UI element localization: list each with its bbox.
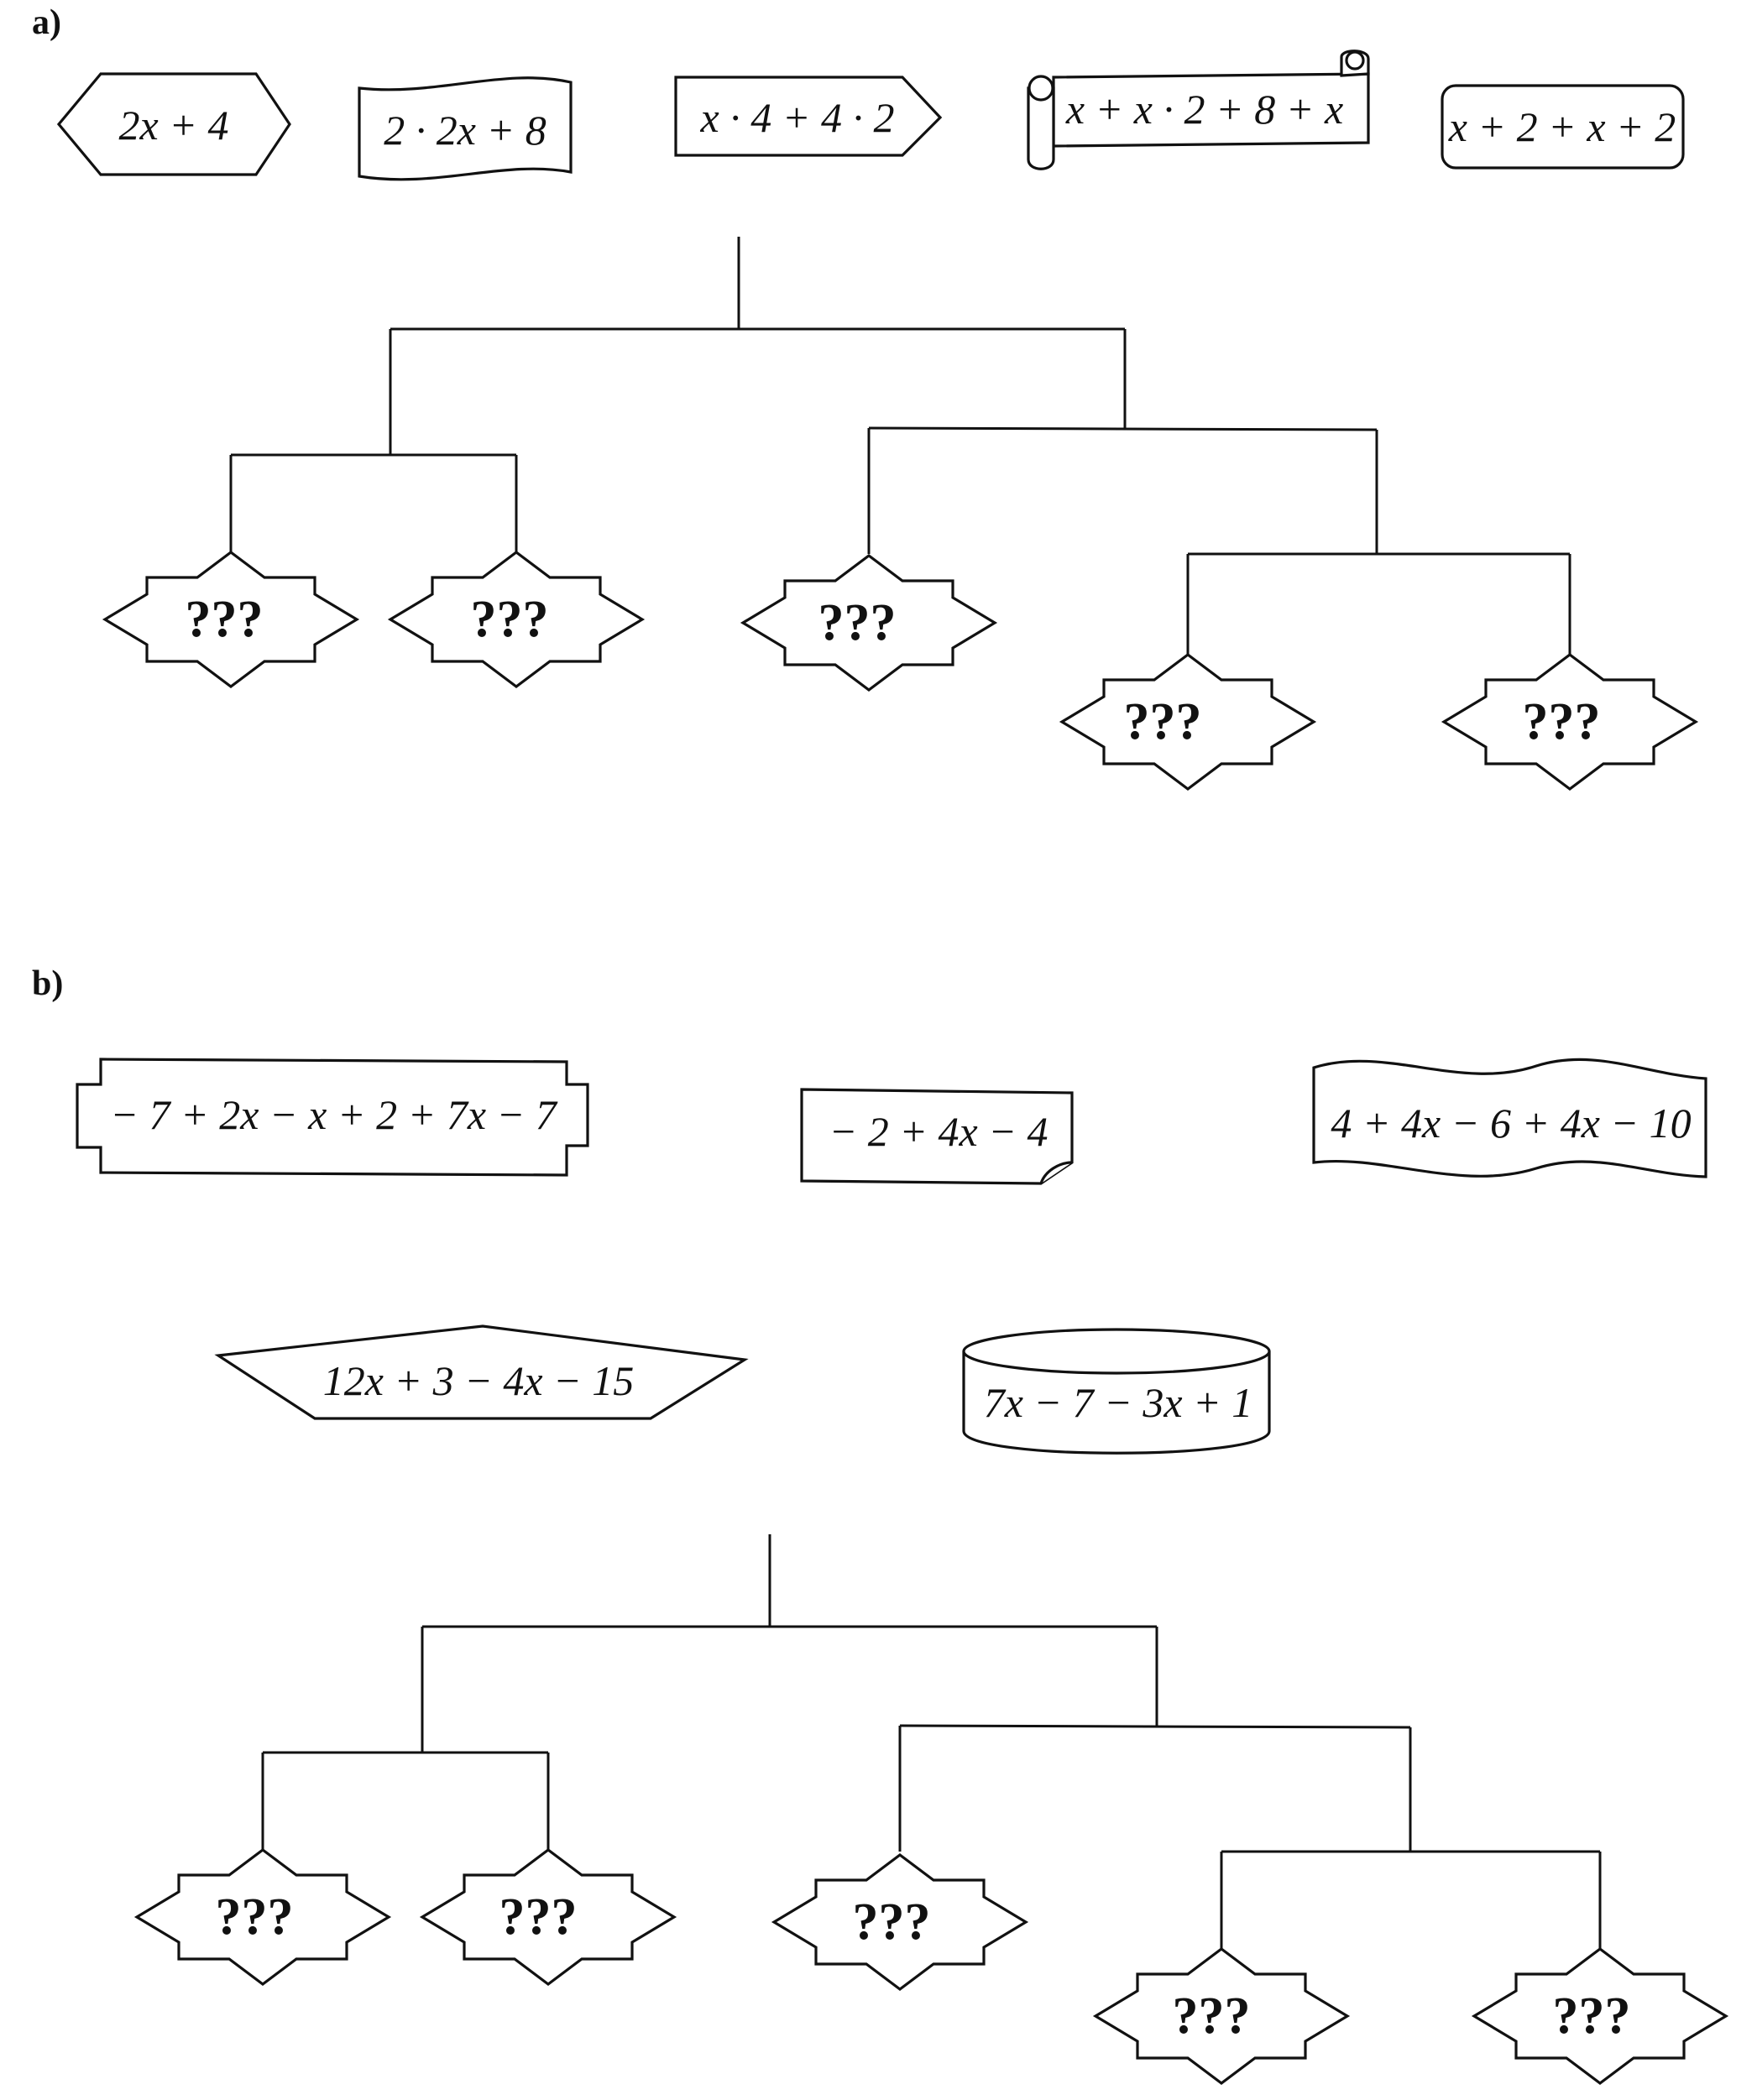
expression-a2: 2 · 2x + 8: [384, 107, 546, 154]
expression-box-scroll: x + x · 2 + 8 + x: [1027, 50, 1370, 170]
answer-box[interactable]: ???: [103, 551, 358, 688]
tree-connectors-b: [261, 1534, 1602, 1952]
answer-placeholder: ???: [186, 591, 264, 648]
part-a: a) 2x + 4 2 · 2x + 8 x · 4 + 4 · 2 x + x…: [32, 3, 1697, 791]
expression-b4: 12x + 3 − 4x − 15: [323, 1357, 635, 1404]
answer-box[interactable]: ???: [389, 551, 644, 688]
answer-box[interactable]: ???: [135, 1848, 390, 1986]
expression-a5: x + 2 + x + 2: [1448, 103, 1676, 150]
tree-connectors-a: [229, 237, 1571, 655]
answer-box[interactable]: ???: [421, 1848, 676, 1986]
expression-box-wave-banner: 4 + 4x − 6 + 4x − 10: [1312, 1058, 1707, 1178]
expression-a4: x + x · 2 + 8 + x: [1065, 86, 1343, 133]
answer-box[interactable]: ???: [772, 1853, 1028, 1991]
answer-placeholder: ???: [1124, 693, 1202, 750]
answer-placeholder: ???: [216, 1888, 294, 1946]
answer-box[interactable]: ???: [1094, 1947, 1349, 2085]
answer-box[interactable]: ???: [741, 554, 996, 692]
answer-box[interactable]: ???: [1472, 1947, 1728, 2085]
answer-box[interactable]: ???: [1442, 653, 1697, 791]
answer-placeholder: ???: [818, 594, 897, 651]
expression-box-cylinder: 7x − 7 − 3x + 1: [962, 1328, 1271, 1455]
expression-b1: − 7 + 2x − x + 2 + 7x − 7: [110, 1091, 558, 1138]
expression-b3: 4 + 4x − 6 + 4x − 10: [1331, 1100, 1691, 1147]
expression-a3: x · 4 + 4 · 2: [700, 94, 895, 141]
expression-box-folded: − 2 + 4x − 4: [800, 1088, 1074, 1185]
answer-placeholder: ???: [853, 1894, 931, 1951]
answer-placeholder: ???: [471, 591, 549, 648]
answer-placeholder: ???: [1553, 1988, 1631, 2045]
answer-box[interactable]: ???: [1060, 653, 1315, 791]
part-b-label: b): [32, 964, 63, 1003]
answer-placeholder: ???: [1173, 1988, 1251, 2045]
expression-box-plaque: − 7 + 2x − x + 2 + 7x − 7: [76, 1058, 589, 1177]
expression-a1: 2x + 4: [119, 102, 229, 149]
expression-b5: 7x − 7 − 3x + 1: [984, 1379, 1253, 1426]
expression-box-wave: 2 · 2x + 8: [358, 76, 573, 181]
part-a-label: a): [32, 3, 61, 42]
answer-placeholder: ???: [1523, 693, 1601, 750]
expression-box-arrow: x · 4 + 4 · 2: [674, 76, 943, 157]
expression-box-pentagon: 12x + 3 − 4x − 15: [214, 1324, 749, 1420]
expression-b2: − 2 + 4x − 4: [829, 1108, 1048, 1155]
answer-placeholder: ???: [499, 1888, 578, 1946]
part-b: b) − 7 + 2x − x + 2 + 7x − 7 − 2 + 4x − …: [32, 964, 1728, 2085]
expression-box-hexagon: 2x + 4: [56, 72, 291, 176]
expression-box-rounded: x + 2 + x + 2: [1441, 84, 1685, 170]
